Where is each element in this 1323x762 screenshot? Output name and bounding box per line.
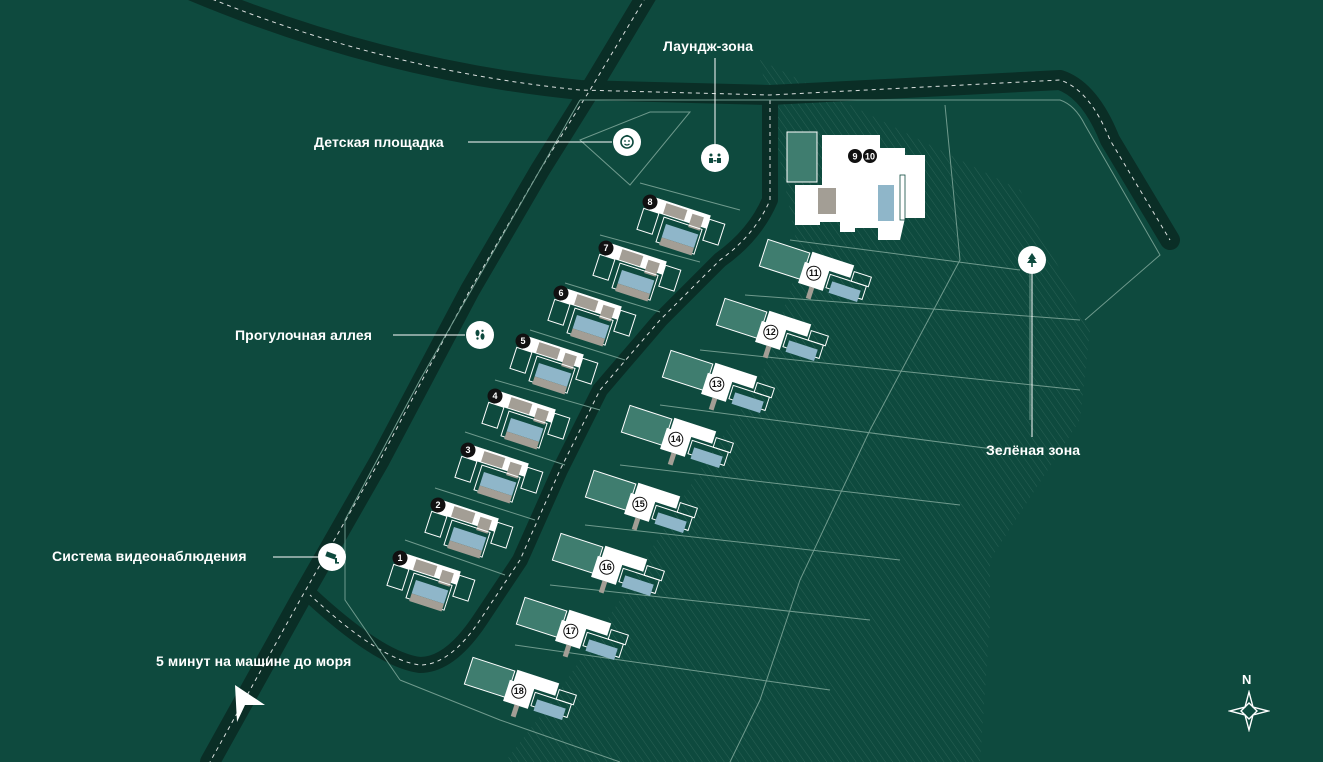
villa-lot-6[interactable]: 6 [543,284,638,353]
label-playground: Детская площадка [314,134,444,150]
lot-number: 12 [766,327,776,337]
lot-badge [553,285,569,301]
villa-lot-7[interactable]: 7 [588,239,683,308]
lot-number: 5 [520,336,525,346]
clubhouse[interactable]: 9 10 [786,131,925,240]
tree-icon[interactable] [1018,246,1046,274]
clubhouse-num-b: 10 [865,152,875,162]
lot-badge [599,559,615,575]
villa-lot-5[interactable]: 5 [505,332,600,401]
lot-badge [709,376,725,392]
compass-north-label: N [1242,672,1252,687]
cctv-camera-icon[interactable] [318,543,346,571]
lot-number: 4 [492,391,497,401]
label-sea: 5 минут на машине до моря [156,653,352,669]
villa-lot-11[interactable]: 11 [754,238,873,316]
lot-number: 3 [465,445,470,455]
villa-lot-15[interactable]: 15 [580,469,699,547]
lot-badge [515,333,531,349]
lot-badge [392,550,408,566]
lounge-icon[interactable] [701,144,729,172]
lot-badge [511,683,527,699]
villa-lot-8[interactable]: 8 [632,193,727,262]
lot-number: 1 [397,553,402,563]
lot-badge [763,324,779,340]
lot-number: 13 [712,379,722,389]
lot-badge [642,194,658,210]
lot-badge [806,265,822,281]
lot-number: 11 [809,268,819,278]
lot-number: 2 [435,500,440,510]
lot-badge [563,623,579,639]
label-walkway: Прогулочная аллея [235,327,372,343]
lot-number: 14 [671,434,681,444]
walkway-icon[interactable] [466,321,494,349]
lot-number: 18 [514,686,524,696]
villa-lot-12[interactable]: 12 [711,297,830,375]
villa-lot-18[interactable]: 18 [459,656,578,734]
villa-lot-17[interactable]: 17 [511,596,630,674]
playground-icon[interactable] [613,128,641,156]
clubhouse-num-a: 9 [852,152,857,162]
lot-number: 6 [558,288,563,298]
lot-number: 8 [647,197,652,207]
lot-badge [668,431,684,447]
lot-number: 15 [635,499,645,509]
lot-badge [598,240,614,256]
label-cctv: Система видеонаблюдения [52,548,247,564]
lot-number: 17 [566,626,576,636]
lot-badge [632,496,648,512]
villa-lot-16[interactable]: 16 [547,532,666,610]
compass-icon [1228,690,1270,732]
label-green-zone: Зелёная зона [986,442,1081,458]
lot-number: 7 [603,243,608,253]
villa-lot-1[interactable]: 1 [382,549,477,618]
lot-badge [460,442,476,458]
label-lounge: Лаундж-зона [663,38,754,54]
villa-lot-14[interactable]: 14 [616,404,735,482]
lot-number: 16 [602,562,612,572]
road-dashes [209,0,1171,762]
road-northwest [200,0,656,762]
lot-badge [487,388,503,404]
villa-lot-13[interactable]: 13 [657,349,776,427]
lot-badge [430,497,446,513]
villa-lot-2[interactable]: 2 [420,496,515,565]
villa-lot-3[interactable]: 3 [450,441,545,510]
villa-lot-4[interactable]: 4 [477,387,572,456]
plot-lines [344,99,1161,762]
